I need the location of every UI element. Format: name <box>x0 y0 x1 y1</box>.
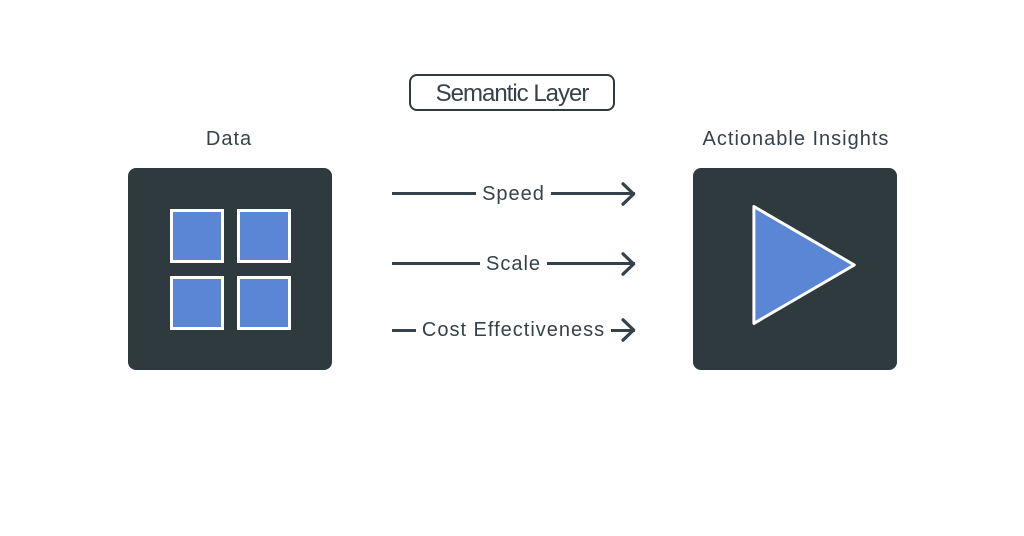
arrowhead-icon <box>621 251 636 276</box>
semantic-layer-box: Semantic Layer <box>409 74 615 111</box>
grid-square <box>236 208 291 263</box>
grid-square <box>169 275 224 330</box>
play-triangle-icon <box>752 205 856 325</box>
arrow-line-right <box>550 181 636 206</box>
arrowhead-icon <box>621 181 636 206</box>
grid-square <box>169 208 224 263</box>
arrow-line-right <box>547 251 636 276</box>
arrow-speed-label: Speed <box>482 182 545 205</box>
actionable-insights-box <box>693 168 897 370</box>
semantic-layer-label: Semantic Layer <box>435 80 590 107</box>
arrowhead-icon <box>621 318 636 342</box>
grid-2x2-icon <box>169 208 291 330</box>
data-box <box>128 168 332 370</box>
data-title: Data <box>205 128 253 150</box>
grid-square <box>236 275 291 330</box>
actionable-insights-title: Actionable Insights <box>702 128 890 150</box>
arrow-scale: Scale <box>392 251 636 277</box>
arrow-cost-effectiveness: Cost Effectiveness <box>392 317 636 343</box>
arrow-scale-label: Scale <box>485 252 542 275</box>
arrow-line-right <box>611 318 636 342</box>
arrow-cost-effectiveness-label: Cost Effectiveness <box>421 319 606 341</box>
arrow-line-left <box>392 328 416 332</box>
arrow-line-left <box>392 262 480 265</box>
arrow-line-left <box>392 192 477 195</box>
arrow-speed: Speed <box>392 181 636 207</box>
